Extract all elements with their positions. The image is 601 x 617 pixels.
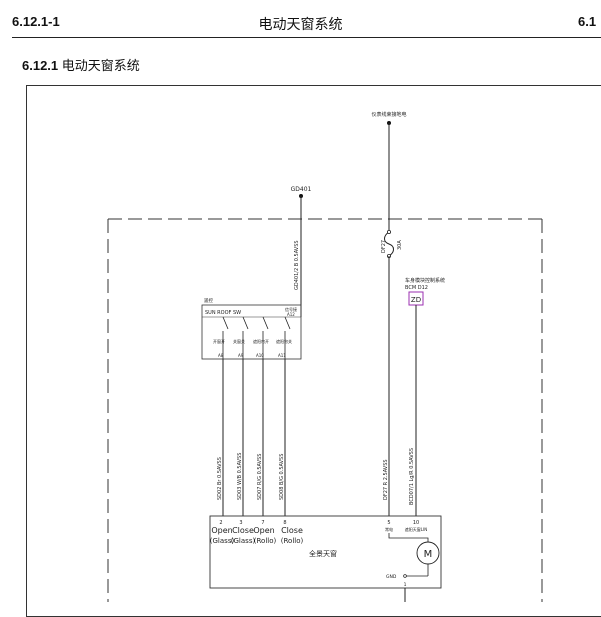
bcm-pin-label: ZD — [411, 296, 421, 304]
switch-wire-label-4: SD08 B/G 0.5AVSS — [279, 454, 285, 500]
switch-pin-3: A10 — [256, 353, 264, 358]
sunroof-module — [209, 515, 442, 589]
switch-contact-2: 关窗关 — [233, 338, 245, 344]
harness-boundary — [107, 218, 543, 602]
module-pin-7: 7 — [261, 520, 264, 526]
module-pin-2-bottom: (Glass) — [210, 537, 235, 545]
switch-pin-4: A11 — [278, 353, 286, 358]
power-source-label: 仪表线束接地电 — [371, 111, 406, 118]
module-pin-2-top: Open — [211, 526, 232, 535]
section-name: 电动天窗系统 — [61, 58, 140, 73]
bcm-wire-label: BCD07/1 Lg/R 0.5AVSS — [409, 448, 415, 505]
motor-icon — [416, 541, 440, 565]
header-rule — [12, 37, 601, 38]
module-lin-label: 遮阳天窗LIN — [405, 526, 427, 532]
gnd-terminal — [403, 574, 407, 578]
switch-wire-label-2: SD03 W/B 0.5AVSS — [237, 453, 243, 500]
switch-wire-label-1: SD02 Br 0.5AVSS — [217, 457, 223, 500]
switch-pin-1: A8 — [218, 353, 224, 358]
header-title: 电动天窗系统 — [258, 17, 343, 33]
fuse-id: DF27 — [381, 240, 387, 253]
switch-contact-3: 遮阳帘开 — [253, 338, 269, 344]
section-number: 6.12.1 — [22, 58, 59, 73]
module-pin-7-bottom: (Rollo) — [254, 537, 277, 545]
module-pin-7-top: Open — [253, 526, 274, 535]
module-pin-8-bottom: (Rollo) — [281, 537, 304, 545]
module-power-pin: 5 — [387, 520, 390, 526]
module-pin-3: 3 — [239, 520, 242, 526]
module-gnd-label: GND — [386, 574, 397, 580]
switch-wire-label-3: SD07 R/G 0.5AVSS — [257, 454, 263, 500]
sunroof-switch — [201, 304, 302, 360]
module-power-label: 常电 — [385, 526, 393, 532]
module-internal-wiring — [388, 533, 429, 577]
switch-title: 遥控 — [204, 297, 213, 304]
switch-ground-pin: A12 — [287, 312, 295, 317]
wiring-diagram: 仪表线束接地电 DF27 30A DF27 R 2.5AVSS GD401 GD… — [107, 111, 543, 602]
module-pin-3-bottom: (Glass) — [231, 537, 256, 545]
switch-wires — [222, 359, 286, 516]
section-title: 6.12.1 电动天窗系统 — [22, 55, 140, 74]
ground-wire-label: GD401/2 B 0.5AVSS — [294, 240, 300, 290]
switch-ground-label: 信号接 — [285, 306, 297, 312]
switch-contacts — [222, 316, 291, 359]
module-pin-3-top: Close — [232, 526, 254, 535]
switch-name: SUN ROOF SW — [205, 310, 241, 316]
bcm-connector: BCM D12 — [405, 285, 428, 291]
motor-label: M — [424, 549, 433, 560]
module-lin-pin: 10 — [413, 520, 419, 526]
module-pin-8-top: Close — [281, 526, 303, 535]
switch-pin-2: A9 — [238, 353, 244, 358]
fuse-rating: 30A — [397, 240, 403, 250]
switch-contact-4: 遮阳帘关 — [276, 338, 292, 344]
module-gnd-pin: 1 — [404, 582, 407, 588]
header-page-number: 6.12.1-1 — [12, 14, 60, 29]
bcm-title: 车身模块控制系统 — [405, 277, 445, 284]
module-pin-8: 8 — [283, 520, 286, 526]
fuse-wire-label: DF27 R 2.5AVSS — [383, 459, 389, 500]
ground-node-label: GD401 — [291, 186, 312, 193]
module-name: 全景天窗 — [309, 549, 337, 558]
header-next-page: 6.1 — [578, 14, 597, 29]
module-pin-2: 2 — [219, 520, 222, 526]
switch-contact-1: 开窗开 — [213, 338, 225, 344]
